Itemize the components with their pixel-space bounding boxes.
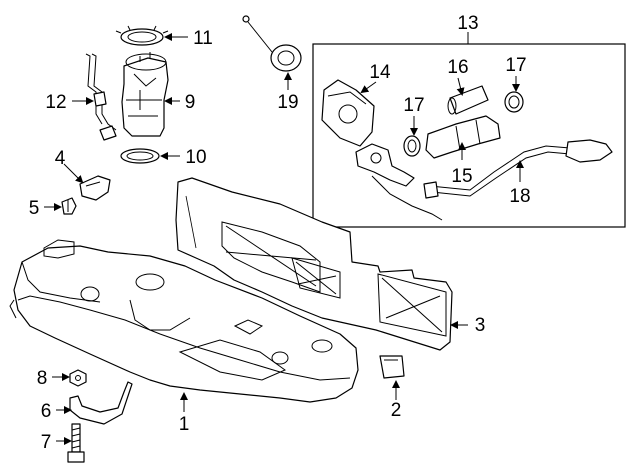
callout-1: 1 bbox=[179, 414, 190, 435]
bolt-part bbox=[67, 423, 85, 463]
vent-tube-part bbox=[423, 139, 613, 199]
heat-shield-part bbox=[175, 177, 453, 351]
pad-part bbox=[379, 355, 405, 379]
fuel-cap-part bbox=[242, 15, 302, 72]
callout-17-right: 17 bbox=[505, 55, 526, 76]
callout-9: 9 bbox=[185, 92, 196, 113]
filler-housing-part bbox=[321, 79, 375, 147]
callout-3: 3 bbox=[475, 315, 486, 336]
callout-5: 5 bbox=[29, 198, 40, 219]
callout-7: 7 bbox=[41, 432, 52, 453]
callout-15: 15 bbox=[451, 166, 472, 187]
strap-part bbox=[69, 381, 133, 425]
fuel-tank-part bbox=[9, 239, 359, 403]
filler-neck-part bbox=[355, 143, 443, 221]
callout-6: 6 bbox=[41, 401, 52, 422]
clamp-right-part bbox=[504, 91, 524, 113]
callout-19: 19 bbox=[277, 92, 298, 113]
fuel-pump-module-part bbox=[121, 52, 169, 137]
callout-14: 14 bbox=[369, 62, 391, 83]
callout-13: 13 bbox=[457, 13, 478, 34]
callout-18: 18 bbox=[509, 186, 530, 207]
callout-17-left: 17 bbox=[403, 95, 424, 116]
leader-lines bbox=[44, 33, 524, 445]
clamp-left-part bbox=[403, 135, 421, 157]
callout-4: 4 bbox=[55, 148, 66, 169]
nut-part bbox=[69, 369, 87, 387]
filler-hose-part bbox=[425, 115, 501, 159]
clip-part bbox=[61, 197, 77, 215]
callout-2: 2 bbox=[391, 400, 402, 421]
filler-assembly-group-box bbox=[312, 32, 626, 228]
hose-part bbox=[447, 85, 489, 115]
callout-8: 8 bbox=[37, 368, 48, 389]
callout-16: 16 bbox=[447, 57, 468, 78]
callout-11: 11 bbox=[193, 28, 213, 49]
seal-part bbox=[120, 148, 160, 164]
callout-10: 10 bbox=[185, 147, 206, 168]
sending-unit-part bbox=[85, 53, 117, 141]
callout-12: 12 bbox=[45, 92, 66, 113]
lock-ring-part bbox=[115, 25, 169, 46]
bracket-part bbox=[79, 175, 111, 201]
